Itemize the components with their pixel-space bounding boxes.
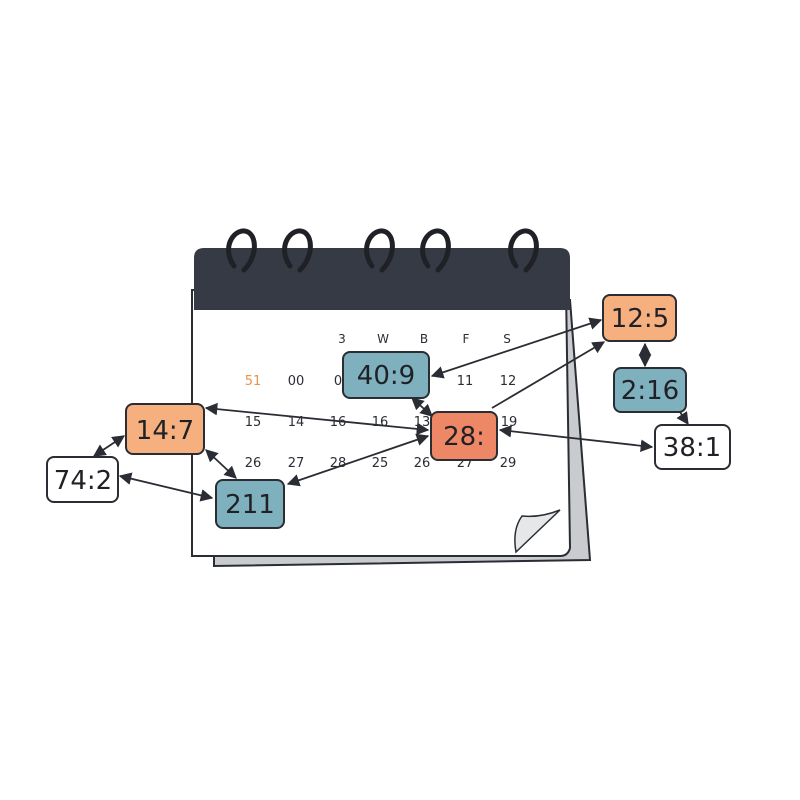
binder-ring [508,228,539,273]
day-cell: 26 [414,456,431,471]
box-7402: 74:2 [46,456,119,503]
box-1255-bg [602,294,677,342]
value-boxes: 12:5 2:16 38:1 40:9 14:7 28: 74:2 211 [46,294,731,529]
day-cell: 13 [414,415,431,430]
box-4009: 40:9 [342,351,430,399]
box-211-bg [215,479,285,529]
box-211-label: 211 [225,490,275,520]
day-cell: 11 [457,374,474,389]
box-2016-label: 2:16 [621,376,679,406]
box-1447: 14:7 [125,403,205,455]
day-cell-highlighted: 51 [245,374,262,389]
arrow-211-2800 [286,433,430,487]
weekday-header: 3 [338,332,346,346]
day-cell: 00 [288,374,305,389]
day-cell: 27 [288,456,305,471]
box-211: 211 [215,479,285,529]
box-2016-bg [613,367,687,413]
arrow-2800-3851 [498,424,654,453]
arrow-1447-211 [205,449,237,479]
box-2800-label: 28: [443,422,485,452]
box-1447-label: 14:7 [136,416,194,446]
weekday-header: W [377,332,389,346]
day-cell: 19 [501,415,518,430]
box-1255-label: 12:5 [611,304,669,334]
day-cell: 15 [245,415,262,430]
binder-ring [420,228,451,273]
weekday-header: S [503,332,511,346]
weekday-header: B [420,332,428,346]
box-4009-bg [342,351,430,399]
binder-rings [226,228,539,273]
arrow-7402-211 [118,472,214,502]
day-cell: 25 [372,456,389,471]
day-cell: 26 [245,456,262,471]
binder-ring [226,228,257,273]
day-cell: 12 [500,374,517,389]
binder-ring [364,228,395,273]
box-4009-label: 40:9 [357,361,415,391]
box-3851-bg [654,424,731,470]
page-curl [514,509,561,554]
arrow-2800-1255 [491,341,606,409]
box-1447-bg [125,403,205,455]
box-2800-bg [430,411,498,461]
connector-arrows [92,317,689,502]
weekday-header: F [463,332,470,346]
arrow-1447-2800 [204,402,430,436]
day-cell: 0 [334,374,342,389]
arrow-1447-7402 [92,435,126,457]
box-2800: 28: [430,411,498,461]
arrow-2016-3851 [676,411,689,426]
day-cell: 16 [372,415,389,430]
box-2016: 2:16 [613,367,687,413]
box-7402-bg [46,456,119,503]
day-cell: 29 [500,456,517,471]
box-1255: 12:5 [602,294,677,342]
arrow-4009-1255 [430,317,603,379]
box-3851-label: 38:1 [663,433,721,463]
binder-ring [282,228,313,273]
box-3851: 38:1 [654,424,731,470]
box-7402-label: 74:2 [54,466,112,496]
